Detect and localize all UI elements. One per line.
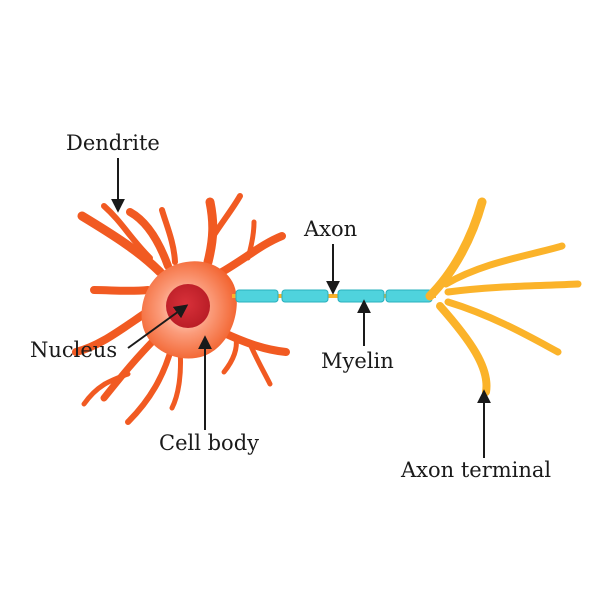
myelin-sheath [235, 289, 433, 303]
dendrite-branch [126, 208, 172, 270]
terminal-branch [442, 242, 566, 288]
dendrite-branch [81, 371, 131, 407]
cell-body-label: Cell body [159, 431, 259, 455]
nucleus-pointer-arrow [127, 304, 189, 349]
myelin-segment [281, 289, 329, 303]
terminal-branch [436, 302, 491, 396]
myelin-segment [337, 289, 385, 303]
pointer-arrows [111, 158, 491, 458]
dendrite-branch [101, 203, 153, 261]
dendrite-branch [77, 211, 165, 277]
dendrite-branch [203, 197, 218, 267]
myelin-segment [385, 289, 433, 303]
dendrite-branch [245, 219, 257, 261]
axon-terminal-label: Axon terminal [400, 458, 551, 482]
myelin-label: Myelin [321, 349, 394, 373]
dendrite-branch [221, 335, 239, 375]
dendrite-branch [218, 328, 290, 356]
axon-terminal [425, 197, 582, 396]
axon-label: Axon [303, 217, 357, 241]
dendrite-label: Dendrite [66, 131, 160, 155]
dendrites [72, 193, 290, 425]
nucleus [166, 284, 210, 328]
terminal-branch [425, 197, 487, 301]
dendrite-branch [209, 193, 243, 241]
dendrite-branch [90, 286, 152, 295]
terminal-branch [444, 280, 582, 296]
dendrite-branch [159, 207, 178, 265]
dendrite-branch [218, 232, 286, 276]
nucleus-label: Nucleus [30, 338, 117, 362]
terminal-branch [444, 298, 562, 356]
dendrite-branch [247, 341, 273, 387]
dendrite-branch [72, 306, 154, 356]
myelin-segment [235, 289, 279, 303]
